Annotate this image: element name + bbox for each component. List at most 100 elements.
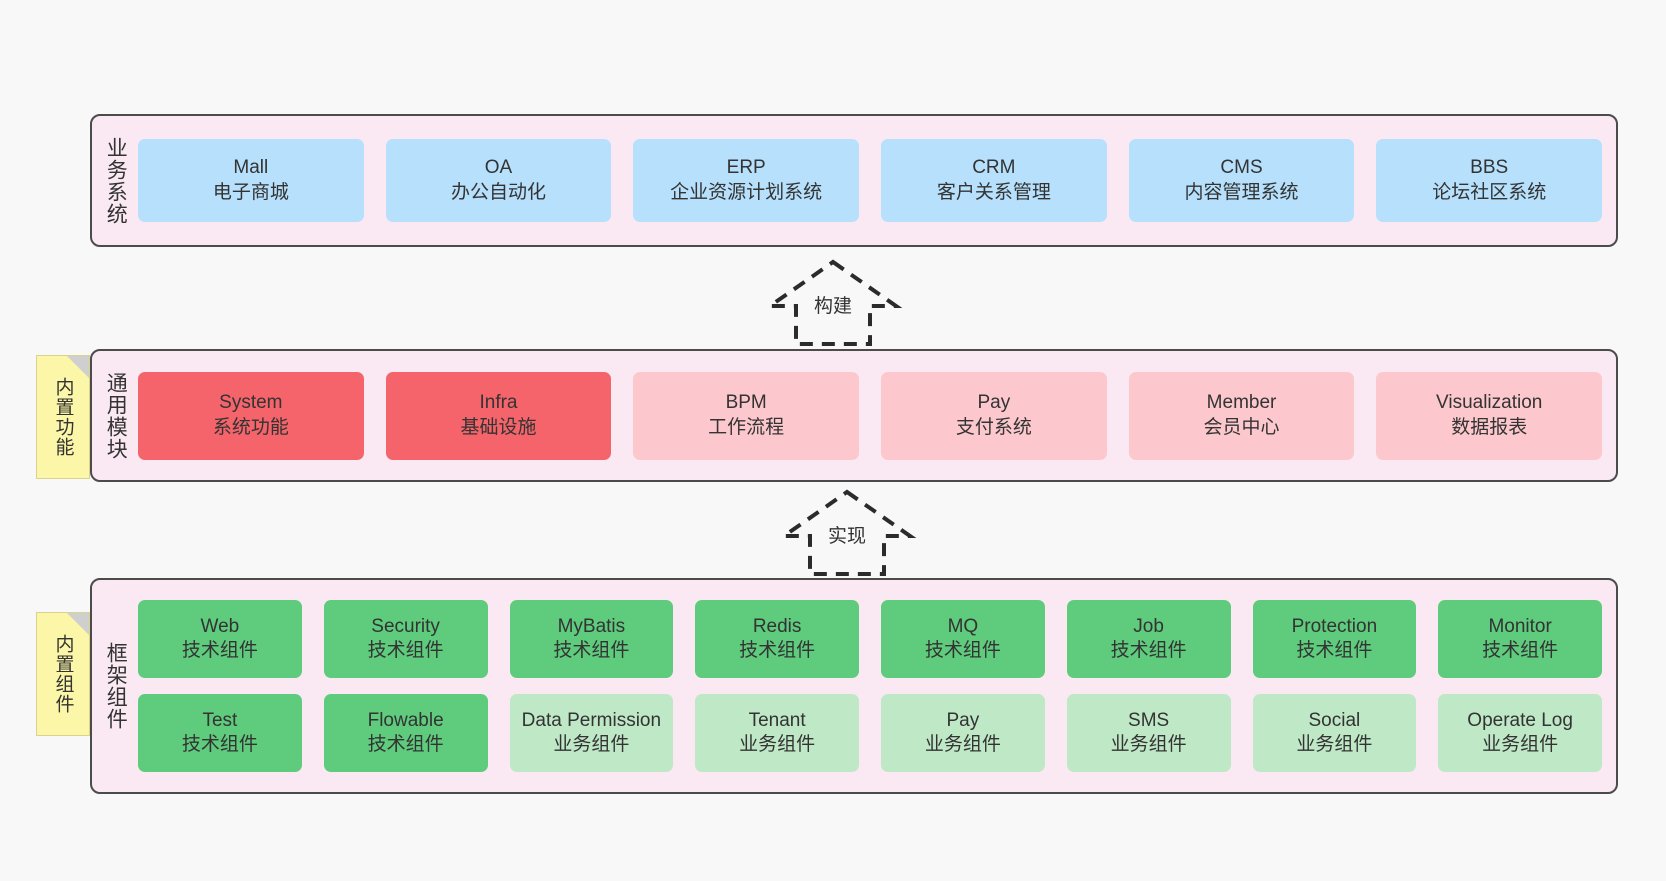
card-test[interactable]: Test 技术组件: [138, 694, 302, 772]
card-data-permission[interactable]: Data Permission 业务组件: [509, 694, 674, 772]
card-mq[interactable]: MQ 技术组件: [881, 600, 1045, 678]
card-subtitle: 技术组件: [924, 640, 1001, 661]
card-pay-component[interactable]: Pay 业务组件: [881, 694, 1045, 772]
layer-title-framework-components: 框架组件: [104, 642, 128, 730]
card-title: Social: [1308, 709, 1361, 731]
card-sms[interactable]: SMS 业务组件: [1066, 694, 1231, 772]
card-protection[interactable]: Protection 技术组件: [1252, 600, 1417, 678]
note-fold-corner-icon: [67, 356, 89, 378]
card-title: Member: [1206, 392, 1277, 414]
card-bpm[interactable]: BPM 工作流程: [633, 371, 860, 460]
card-redis[interactable]: Redis 技术组件: [695, 600, 859, 678]
note-label: 内置功能: [52, 377, 74, 457]
card-crm[interactable]: CRM 客户关系管理: [881, 139, 1107, 222]
card-subtitle: 技术组件: [1110, 640, 1187, 661]
card-subtitle: 技术组件: [181, 734, 258, 755]
card-subtitle: 办公自动化: [451, 181, 547, 203]
card-title: Protection: [1291, 615, 1378, 637]
card-row: Test 技术组件 Flowable 技术组件 Data Permission …: [138, 694, 1602, 772]
card-title: BBS: [1470, 157, 1509, 179]
card-row: Mall 电子商城 OA 办公自动化 ERP 企业资源计划系统 CRM 客户关系…: [138, 139, 1603, 222]
card-title: Job: [1133, 615, 1164, 637]
card-subtitle: 技术组件: [739, 640, 816, 661]
card-row: Web 技术组件 Security 技术组件 MyBatis 技术组件 Redi…: [138, 600, 1602, 678]
card-title: Mall: [233, 157, 269, 179]
card-title: BPM: [725, 392, 767, 414]
card-infra[interactable]: Infra 基础设施: [385, 371, 612, 460]
card-title: MyBatis: [557, 615, 626, 637]
card-mybatis[interactable]: MyBatis 技术组件: [509, 600, 674, 678]
card-subtitle: 企业资源计划系统: [670, 181, 823, 203]
card-title: Redis: [752, 615, 802, 637]
card-title: Flowable: [367, 709, 444, 731]
card-subtitle: 技术组件: [367, 640, 444, 661]
card-title: Pay: [946, 709, 980, 731]
card-subtitle: 系统功能: [212, 416, 289, 438]
connector-build-arrow-icon: [763, 259, 903, 346]
card-subtitle: 技术组件: [553, 640, 630, 661]
card-subtitle: 工作流程: [708, 416, 785, 438]
layer-business-system: 业务系统 Mall 电子商城 OA 办公自动化 ERP 企业资源计划系统 CRM…: [90, 114, 1618, 247]
card-subtitle: 业务组件: [1482, 734, 1559, 755]
layer-body-business-system: Mall 电子商城 OA 办公自动化 ERP 企业资源计划系统 CRM 客户关系…: [138, 116, 1616, 245]
card-subtitle: 业务组件: [553, 734, 630, 755]
card-job[interactable]: Job 技术组件: [1066, 600, 1231, 678]
card-title: Test: [202, 709, 238, 731]
note-label: 内置组件: [52, 634, 74, 714]
card-social[interactable]: Social 业务组件: [1252, 694, 1417, 772]
card-title: Web: [200, 615, 240, 637]
layer-body-common-modules: System 系统功能 Infra 基础设施 BPM 工作流程 Pay 支付系统…: [138, 351, 1616, 480]
card-flowable[interactable]: Flowable 技术组件: [323, 694, 488, 772]
card-title: Operate Log: [1467, 709, 1573, 731]
layer-title-common-modules: 通用模块: [104, 371, 128, 460]
card-mall[interactable]: Mall 电子商城: [138, 139, 364, 222]
layer-body-framework-components: Web 技术组件 Security 技术组件 MyBatis 技术组件 Redi…: [138, 580, 1616, 792]
card-subtitle: 客户关系管理: [936, 181, 1051, 203]
layer-common-modules: 通用模块 System 系统功能 Infra 基础设施 BPM 工作流程 Pay…: [90, 349, 1618, 482]
layer-title-business-system: 业务系统: [104, 136, 128, 225]
card-erp[interactable]: ERP 企业资源计划系统: [633, 139, 860, 222]
connector-realize: 实现: [772, 488, 922, 578]
card-pay-module[interactable]: Pay 支付系统: [881, 371, 1107, 460]
card-title: OA: [484, 157, 513, 179]
connector-realize-arrow-icon: [777, 489, 917, 576]
card-subtitle: 业务组件: [1296, 734, 1373, 755]
card-title: CMS: [1220, 157, 1263, 179]
card-subtitle: 业务组件: [1110, 734, 1187, 755]
card-subtitle: 支付系统: [955, 416, 1032, 438]
card-title: MQ: [947, 615, 979, 637]
card-web[interactable]: Web 技术组件: [138, 600, 302, 678]
card-title: SMS: [1128, 709, 1170, 731]
card-subtitle: 论坛社区系统: [1432, 181, 1547, 203]
card-system[interactable]: System 系统功能: [138, 371, 364, 460]
card-subtitle: 技术组件: [181, 640, 258, 661]
card-security[interactable]: Security 技术组件: [323, 600, 488, 678]
card-monitor[interactable]: Monitor 技术组件: [1438, 600, 1602, 678]
card-tenant[interactable]: Tenant 业务组件: [695, 694, 859, 772]
card-title: Monitor: [1488, 615, 1552, 637]
card-oa[interactable]: OA 办公自动化: [385, 139, 612, 222]
card-title: System: [219, 392, 283, 414]
card-title: Infra: [479, 392, 518, 414]
card-subtitle: 基础设施: [460, 416, 537, 438]
card-bbs[interactable]: BBS 论坛社区系统: [1376, 139, 1603, 222]
card-member[interactable]: Member 会员中心: [1128, 371, 1355, 460]
card-title: Visualization: [1436, 392, 1543, 414]
card-subtitle: 业务组件: [739, 734, 816, 755]
card-subtitle: 会员中心: [1203, 416, 1280, 438]
card-subtitle: 内容管理系统: [1184, 181, 1299, 203]
note-built-in-components: 内置组件: [36, 612, 90, 736]
card-visualization[interactable]: Visualization 数据报表: [1376, 371, 1603, 460]
note-fold-corner-icon: [67, 613, 89, 635]
card-cms[interactable]: CMS 内容管理系统: [1128, 139, 1355, 222]
card-subtitle: 数据报表: [1451, 416, 1528, 438]
card-subtitle: 技术组件: [367, 734, 444, 755]
layer-framework-components: 框架组件 Web 技术组件 Security 技术组件 MyBatis 技术组件…: [90, 578, 1618, 794]
card-title: Tenant: [748, 709, 806, 731]
card-row: System 系统功能 Infra 基础设施 BPM 工作流程 Pay 支付系统…: [138, 371, 1603, 460]
card-title: CRM: [972, 157, 1016, 179]
card-title: Pay: [977, 392, 1011, 414]
card-subtitle: 技术组件: [1482, 640, 1559, 661]
card-operate-log[interactable]: Operate Log 业务组件: [1438, 694, 1602, 772]
